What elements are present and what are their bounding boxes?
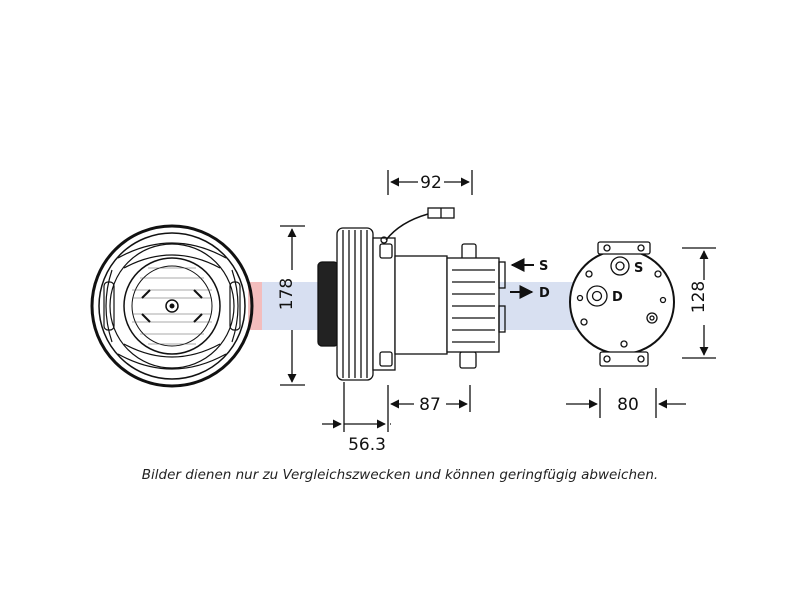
dimension-178-label: 178: [277, 278, 297, 310]
dimension-92-label: 92: [420, 173, 442, 193]
dimension-178: [280, 225, 305, 386]
port-arrows: [510, 258, 534, 299]
dimension-87-label: 87: [419, 395, 441, 415]
dimension-92: [387, 170, 473, 195]
side-view-compressor: [317, 207, 506, 381]
dimension-80: [566, 388, 686, 418]
suction-port-label: S: [539, 259, 548, 274]
back-discharge-label: D: [612, 290, 623, 305]
back-suction-label: S: [634, 261, 643, 276]
front-view-pulley: [90, 224, 254, 388]
back-view-compressor: [569, 241, 675, 367]
dimension-128-label: 128: [689, 281, 709, 313]
dimension-87: [387, 385, 471, 412]
dimension-80-label: 80: [617, 395, 639, 415]
discharge-port-label: D: [539, 286, 550, 301]
dimension-128: [682, 247, 716, 359]
dimension-56-3-label: 56.3: [348, 435, 386, 455]
dimension-56-3: [322, 382, 391, 432]
disclaimer-caption: Bilder dienen nur zu Vergleichszwecken u…: [141, 467, 659, 483]
